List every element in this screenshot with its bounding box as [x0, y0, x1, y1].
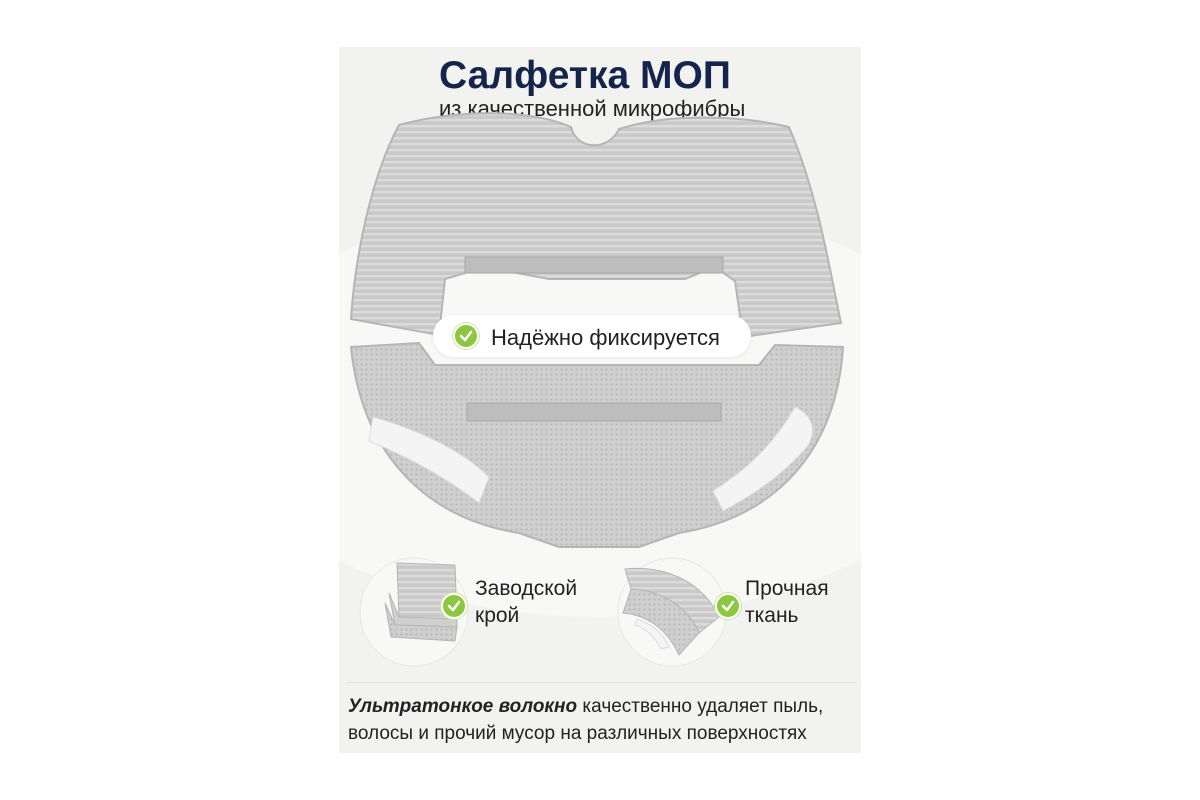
- factory-cut-thumbnail: [359, 557, 469, 667]
- mop-left-strip: [368, 416, 490, 504]
- check-icon: [441, 593, 467, 619]
- mop-upper-piece: [349, 112, 843, 339]
- mop-pad-illustration: [349, 112, 845, 548]
- fixation-badge: Надёжно фиксируется: [433, 315, 751, 357]
- product-description: Ультратонкое волокно качественно удаляет…: [348, 693, 860, 747]
- feature-durable-fabric: Прочная ткань: [745, 575, 829, 629]
- divider: [347, 682, 857, 683]
- description-emphasis: Ультратонкое волокно: [348, 696, 578, 717]
- product-title: Салфетка МОП: [439, 54, 731, 97]
- durable-fabric-thumbnail: [617, 557, 727, 667]
- description-text: качественно удаляет пыль, волосы и прочи…: [348, 696, 824, 744]
- check-icon: [715, 593, 741, 619]
- product-card: Салфетка МОП из качественной микрофибры …: [339, 47, 861, 753]
- fixation-badge-label: Надёжно фиксируется: [491, 325, 720, 350]
- feature-factory-cut-line2: крой: [475, 604, 520, 627]
- feature-factory-cut: Заводской крой: [475, 575, 577, 629]
- mop-lower-inner-band: [466, 402, 722, 422]
- check-icon: [453, 323, 479, 349]
- mop-right-strip: [712, 406, 813, 512]
- feature-factory-cut-line1: Заводской: [475, 577, 578, 600]
- mop-upper-inner-band: [464, 256, 724, 274]
- feature-durable-fabric-line2: ткань: [745, 604, 799, 627]
- feature-durable-fabric-line1: Прочная: [745, 577, 829, 600]
